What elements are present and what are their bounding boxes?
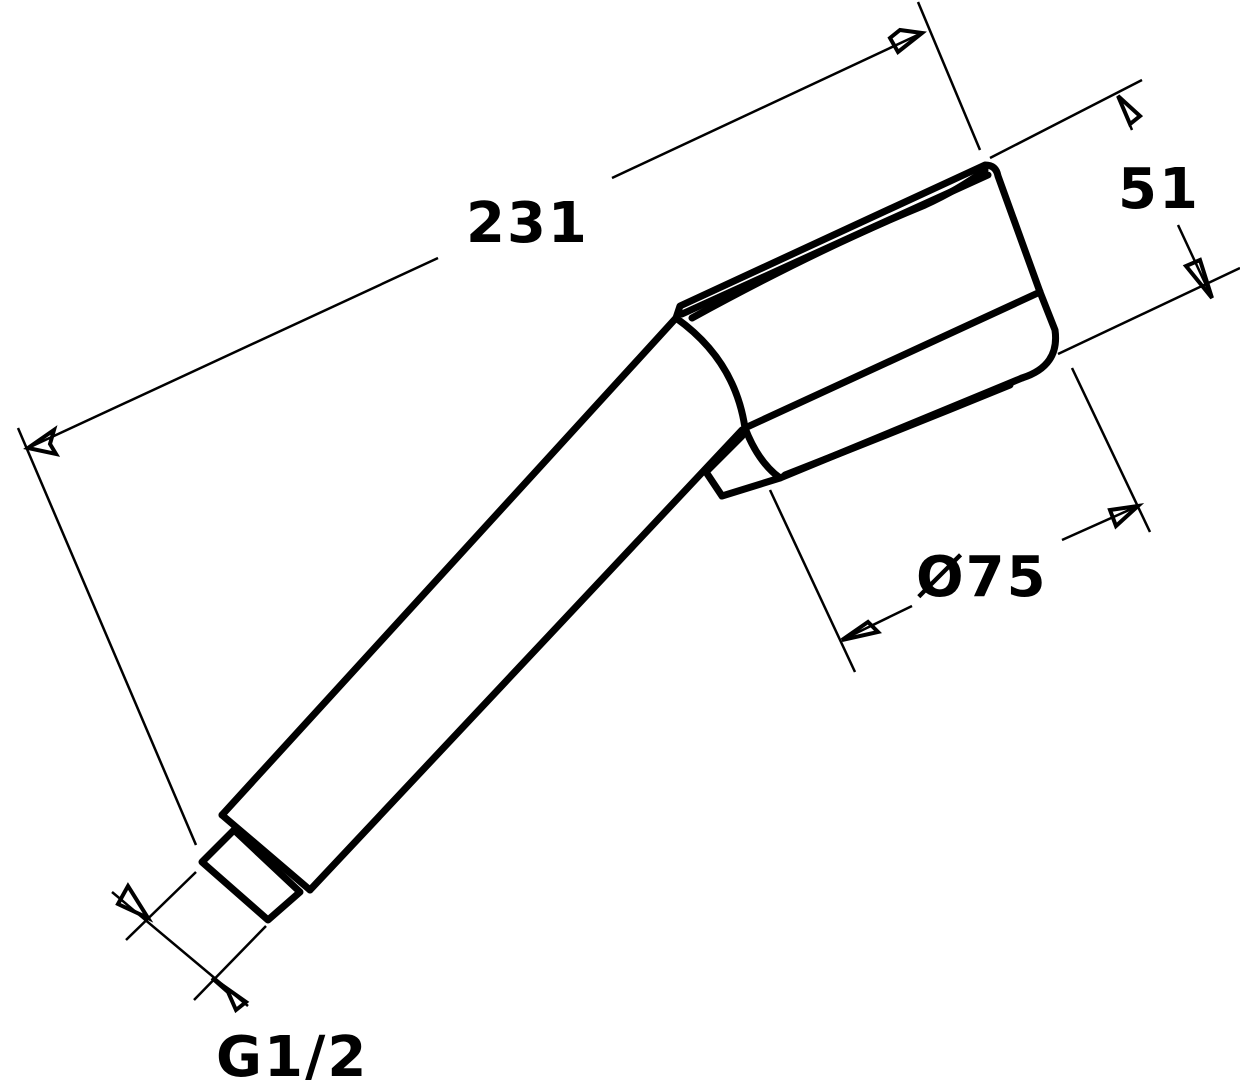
head-face-bottom <box>741 374 1026 482</box>
arrow-icon <box>210 976 250 1014</box>
extension-line <box>768 489 857 673</box>
handle-shaft <box>218 314 680 819</box>
arrow-icon <box>840 619 882 642</box>
thread-connector <box>198 826 304 924</box>
hand-shower <box>198 161 1060 924</box>
extension-line <box>16 427 198 846</box>
dimension-line <box>611 31 923 180</box>
dimension-line <box>27 256 439 450</box>
head-top-edge <box>672 161 1044 322</box>
extension-line <box>193 925 267 1001</box>
dimension-label-diameter: Ø75 <box>916 545 1048 610</box>
dimension-length: 231 <box>16 1 982 846</box>
dimension-diameter: Ø75 <box>768 367 1152 673</box>
head-top-bevel <box>688 166 989 322</box>
dimension-label-height: 51 <box>1118 157 1200 222</box>
head-face-bevel <box>781 381 1014 479</box>
handle-shaft-edge <box>306 426 746 894</box>
dimension-height: 51 <box>989 78 1240 356</box>
head-face-top <box>741 288 1044 432</box>
arrow-icon <box>1107 503 1145 530</box>
extension-line <box>916 1 982 151</box>
arrow-icon <box>887 27 927 56</box>
head-rim-curve <box>672 314 749 432</box>
extension-line <box>989 78 1143 160</box>
extension-line <box>125 871 197 941</box>
head-lower-lip <box>702 432 784 500</box>
arrow-icon <box>1116 94 1144 128</box>
dimension-line <box>1061 504 1139 542</box>
arrow-icon <box>115 882 154 923</box>
arrow-icon <box>1182 257 1214 300</box>
handle-shaft-end <box>218 811 314 894</box>
dimension-thread: G1/2 <box>111 871 368 1080</box>
head-face-side <box>1018 288 1060 382</box>
dimension-label-length: 231 <box>466 191 589 256</box>
arrow-icon <box>23 425 61 457</box>
dimension-label-thread: G1/2 <box>216 1025 368 1080</box>
extension-line <box>1057 266 1240 356</box>
